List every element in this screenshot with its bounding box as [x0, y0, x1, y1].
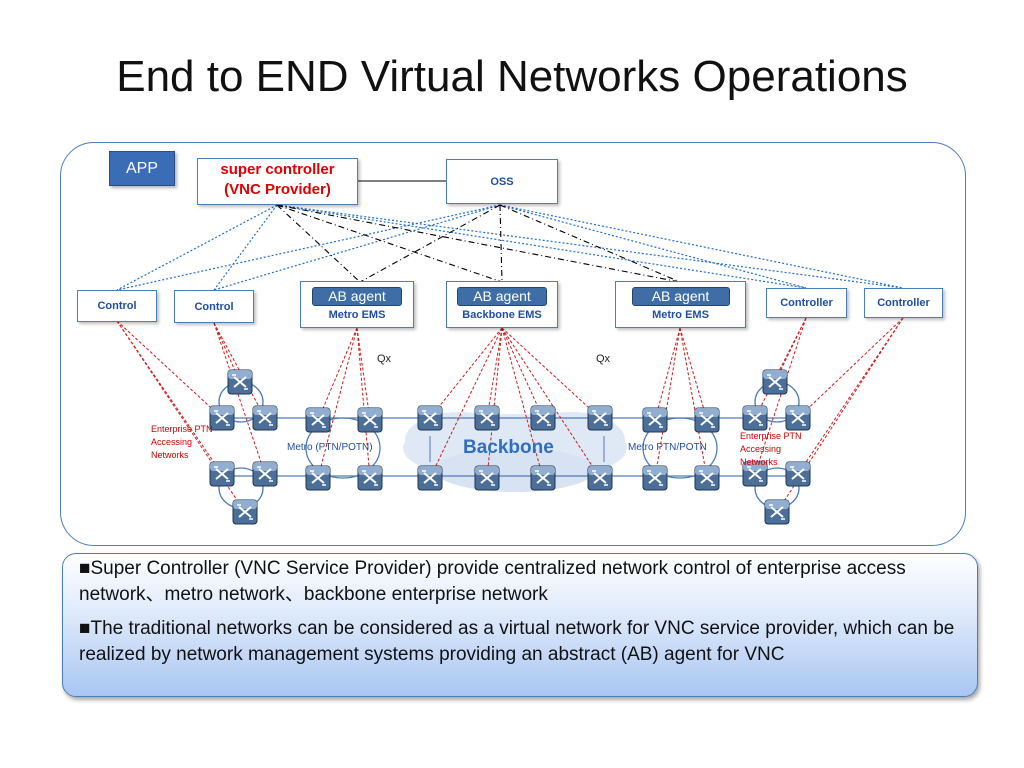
network-switch-icon [209, 461, 235, 487]
network-switch-icon [357, 407, 383, 433]
network-switch-icon [764, 499, 790, 525]
qx-label: Qx [596, 353, 611, 365]
super-controller-box: super controller (VNC Provider) [197, 158, 358, 205]
ems-label: Metro EMS [328, 309, 386, 321]
ems-label: Metro EMS [652, 309, 709, 321]
ab-agent-label: AB agent [457, 287, 547, 306]
metro-label-left: Metro (PTN/POTN) [287, 442, 373, 453]
network-switch-icon [305, 465, 331, 491]
network-switch-icon [474, 465, 500, 491]
metro-ems-box: AB agent Metro EMS [615, 281, 746, 328]
network-switch-icon [642, 465, 668, 491]
network-switch-icon [417, 405, 443, 431]
ab-agent-label: AB agent [631, 287, 730, 306]
network-switch-icon [209, 405, 235, 431]
ems-label: Backbone EMS [462, 309, 542, 321]
network-switch-icon [252, 405, 278, 431]
network-switch-icon [530, 465, 556, 491]
network-switch-icon [474, 405, 500, 431]
bullet-item: ■The traditional networks can be conside… [79, 618, 955, 665]
controller-box: Controller [766, 288, 847, 318]
controller-box: Controller [864, 288, 943, 318]
oss-box: OSS [446, 159, 558, 204]
enterprise-label-left: Enterprise PTN Accessing Networks [151, 424, 213, 460]
network-switch-icon [742, 405, 768, 431]
network-switch-icon [417, 465, 443, 491]
network-switch-icon [357, 465, 383, 491]
super-controller-line1: super controller [220, 161, 335, 178]
network-switch-icon [587, 465, 613, 491]
network-switch-icon [762, 369, 788, 395]
network-switch-icon [587, 405, 613, 431]
network-switch-icon [530, 405, 556, 431]
network-switch-icon [642, 407, 668, 433]
network-switch-icon [305, 407, 331, 433]
app-box: APP [109, 151, 175, 186]
network-switch-icon [252, 461, 278, 487]
network-switch-icon [785, 405, 811, 431]
summary-box: ■Super Controller (VNC Service Provider)… [62, 553, 978, 697]
super-controller-line2: (VNC Provider) [224, 181, 331, 198]
network-switch-icon [694, 407, 720, 433]
metro-ems-box: AB agent Metro EMS [300, 281, 414, 328]
network-switch-icon [694, 465, 720, 491]
control-box: Control [77, 290, 157, 322]
bullet-item: ■Super Controller (VNC Service Provider)… [79, 558, 906, 605]
backbone-label: Backbone [463, 437, 554, 458]
network-switch-icon [232, 499, 258, 525]
enterprise-label-right: Enterprise PTN Accessing Networks [740, 431, 802, 467]
page-title: End to END Virtual Networks Operations [116, 52, 908, 101]
qx-label: Qx [377, 353, 392, 365]
backbone-ems-box: AB agent Backbone EMS [446, 281, 558, 328]
control-box: Control [174, 290, 254, 323]
metro-label-right: Metro PTN/POTN [628, 442, 707, 453]
network-switch-icon [227, 369, 253, 395]
ab-agent-label: AB agent [312, 287, 402, 306]
